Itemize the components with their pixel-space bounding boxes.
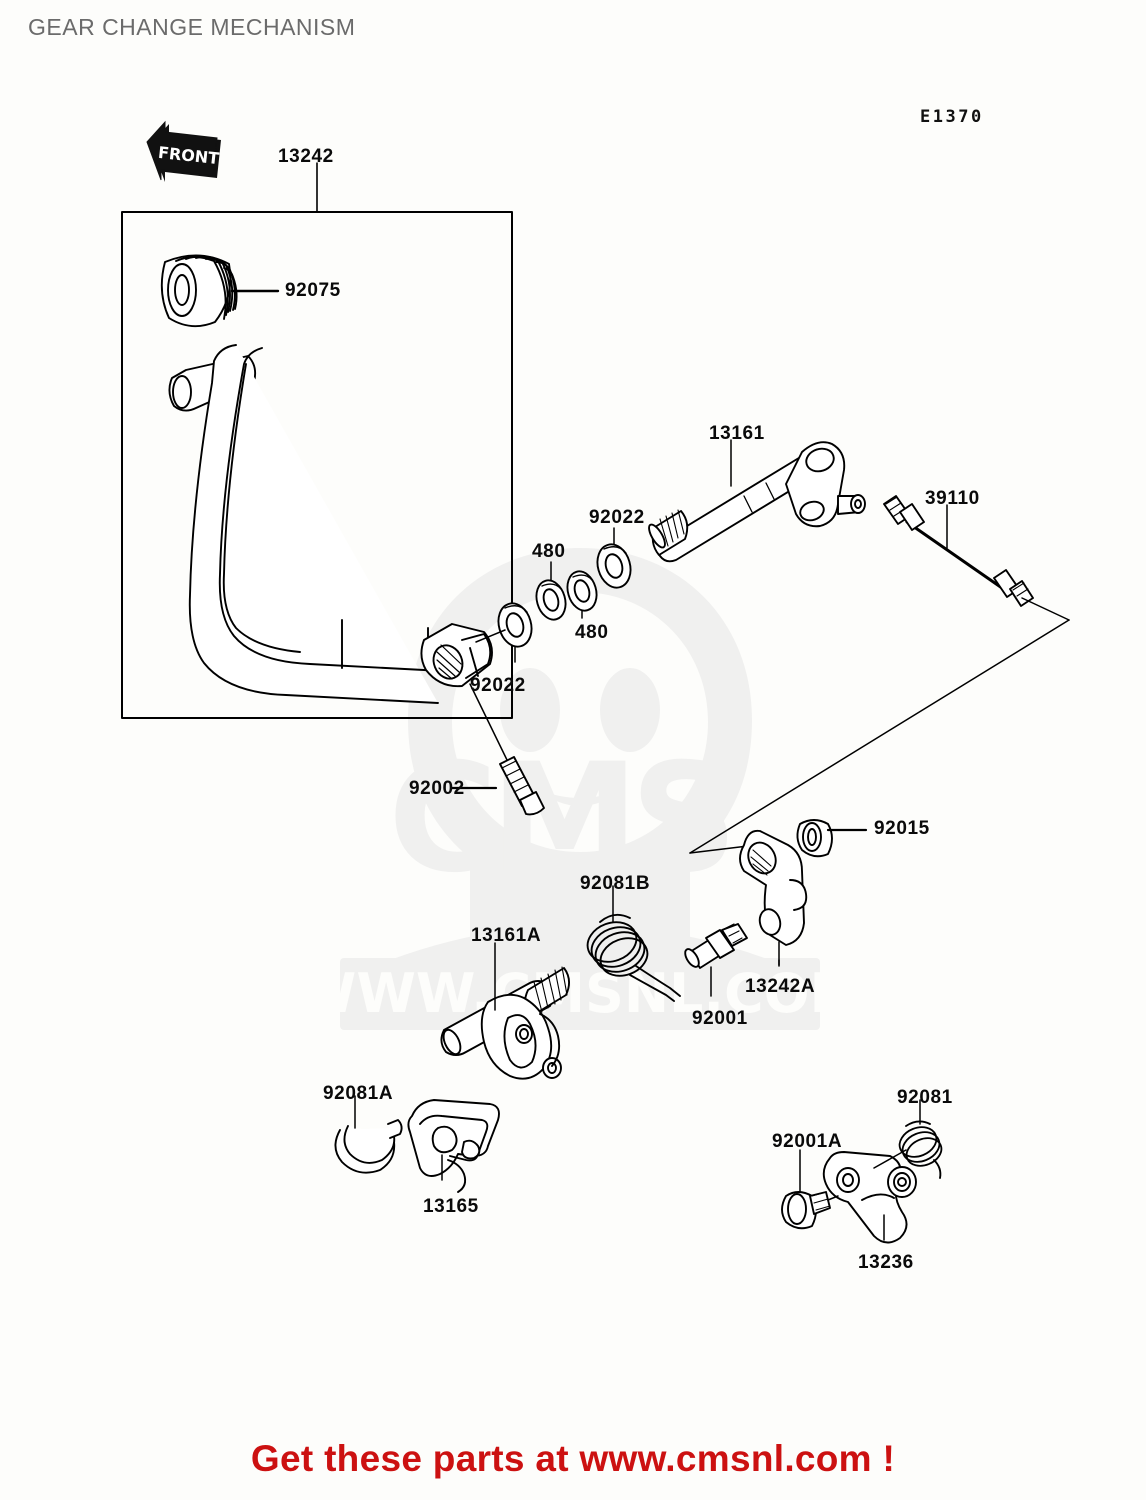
part-label-13236[interactable]: 13236 [858, 1252, 914, 1273]
part-92002-bolt [450, 683, 545, 816]
part-label-13242A[interactable]: 13242A [745, 976, 816, 997]
part-label-39110[interactable]: 39110 [925, 488, 980, 509]
part-39110-tie-rod [883, 495, 1034, 607]
part-13165-pawl [407, 1099, 500, 1193]
part-label-13165[interactable]: 13165 [423, 1196, 479, 1217]
part-label-13161A[interactable]: 13161A [471, 925, 542, 946]
part-13242-pedal-lever [168, 344, 493, 704]
part-480-circlip-a [535, 561, 567, 621]
part-92022-washer-lower [497, 602, 533, 663]
part-label-92081A[interactable]: 92081A [323, 1083, 394, 1104]
part-13161-shift-shaft [648, 439, 866, 563]
part-label-480-a[interactable]: 480 [532, 541, 566, 562]
part-92075-boot [160, 254, 280, 328]
footer-cta[interactable]: Get these parts at www.cmsnl.com ! [250, 1438, 896, 1479]
part-label-92081B[interactable]: 92081B [580, 873, 651, 894]
part-92001A-bolt [781, 1149, 839, 1230]
part-label-92022-upper[interactable]: 92022 [589, 507, 645, 528]
part-13236-lever [822, 1151, 917, 1244]
part-label-92081[interactable]: 92081 [897, 1087, 953, 1108]
group-box-13242 [121, 162, 513, 719]
page-title: GEAR CHANGE MECHANISM [28, 14, 356, 40]
part-13242A-shift-lever [739, 829, 808, 967]
part-label-13161[interactable]: 13161 [709, 423, 765, 444]
part-92081B-spring [586, 885, 681, 1002]
part-92015-nut [796, 819, 868, 858]
part-label-92015[interactable]: 92015 [874, 818, 930, 839]
part-label-92002[interactable]: 92002 [409, 778, 465, 799]
part-92001-stud [684, 923, 748, 997]
part-label-92075[interactable]: 92075 [285, 280, 341, 301]
part-label-13242[interactable]: 13242 [278, 146, 334, 167]
part-480-circlip-b [566, 570, 598, 619]
part-92022-washer-upper [596, 527, 632, 589]
part-label-92022-lower[interactable]: 92022 [470, 675, 526, 696]
sheet-code: E1370 [920, 107, 984, 127]
part-label-92001[interactable]: 92001 [692, 1008, 748, 1029]
part-92081A-clip [334, 1095, 403, 1174]
part-92081-spring [873, 1099, 943, 1179]
part-13161A-shaft [440, 942, 570, 1080]
linkage-guide-lines [689, 597, 1070, 854]
front-arrow-icon: FRONT [146, 120, 221, 182]
part-label-480-b[interactable]: 480 [575, 622, 609, 643]
part-label-92001A[interactable]: 92001A [772, 1131, 843, 1152]
